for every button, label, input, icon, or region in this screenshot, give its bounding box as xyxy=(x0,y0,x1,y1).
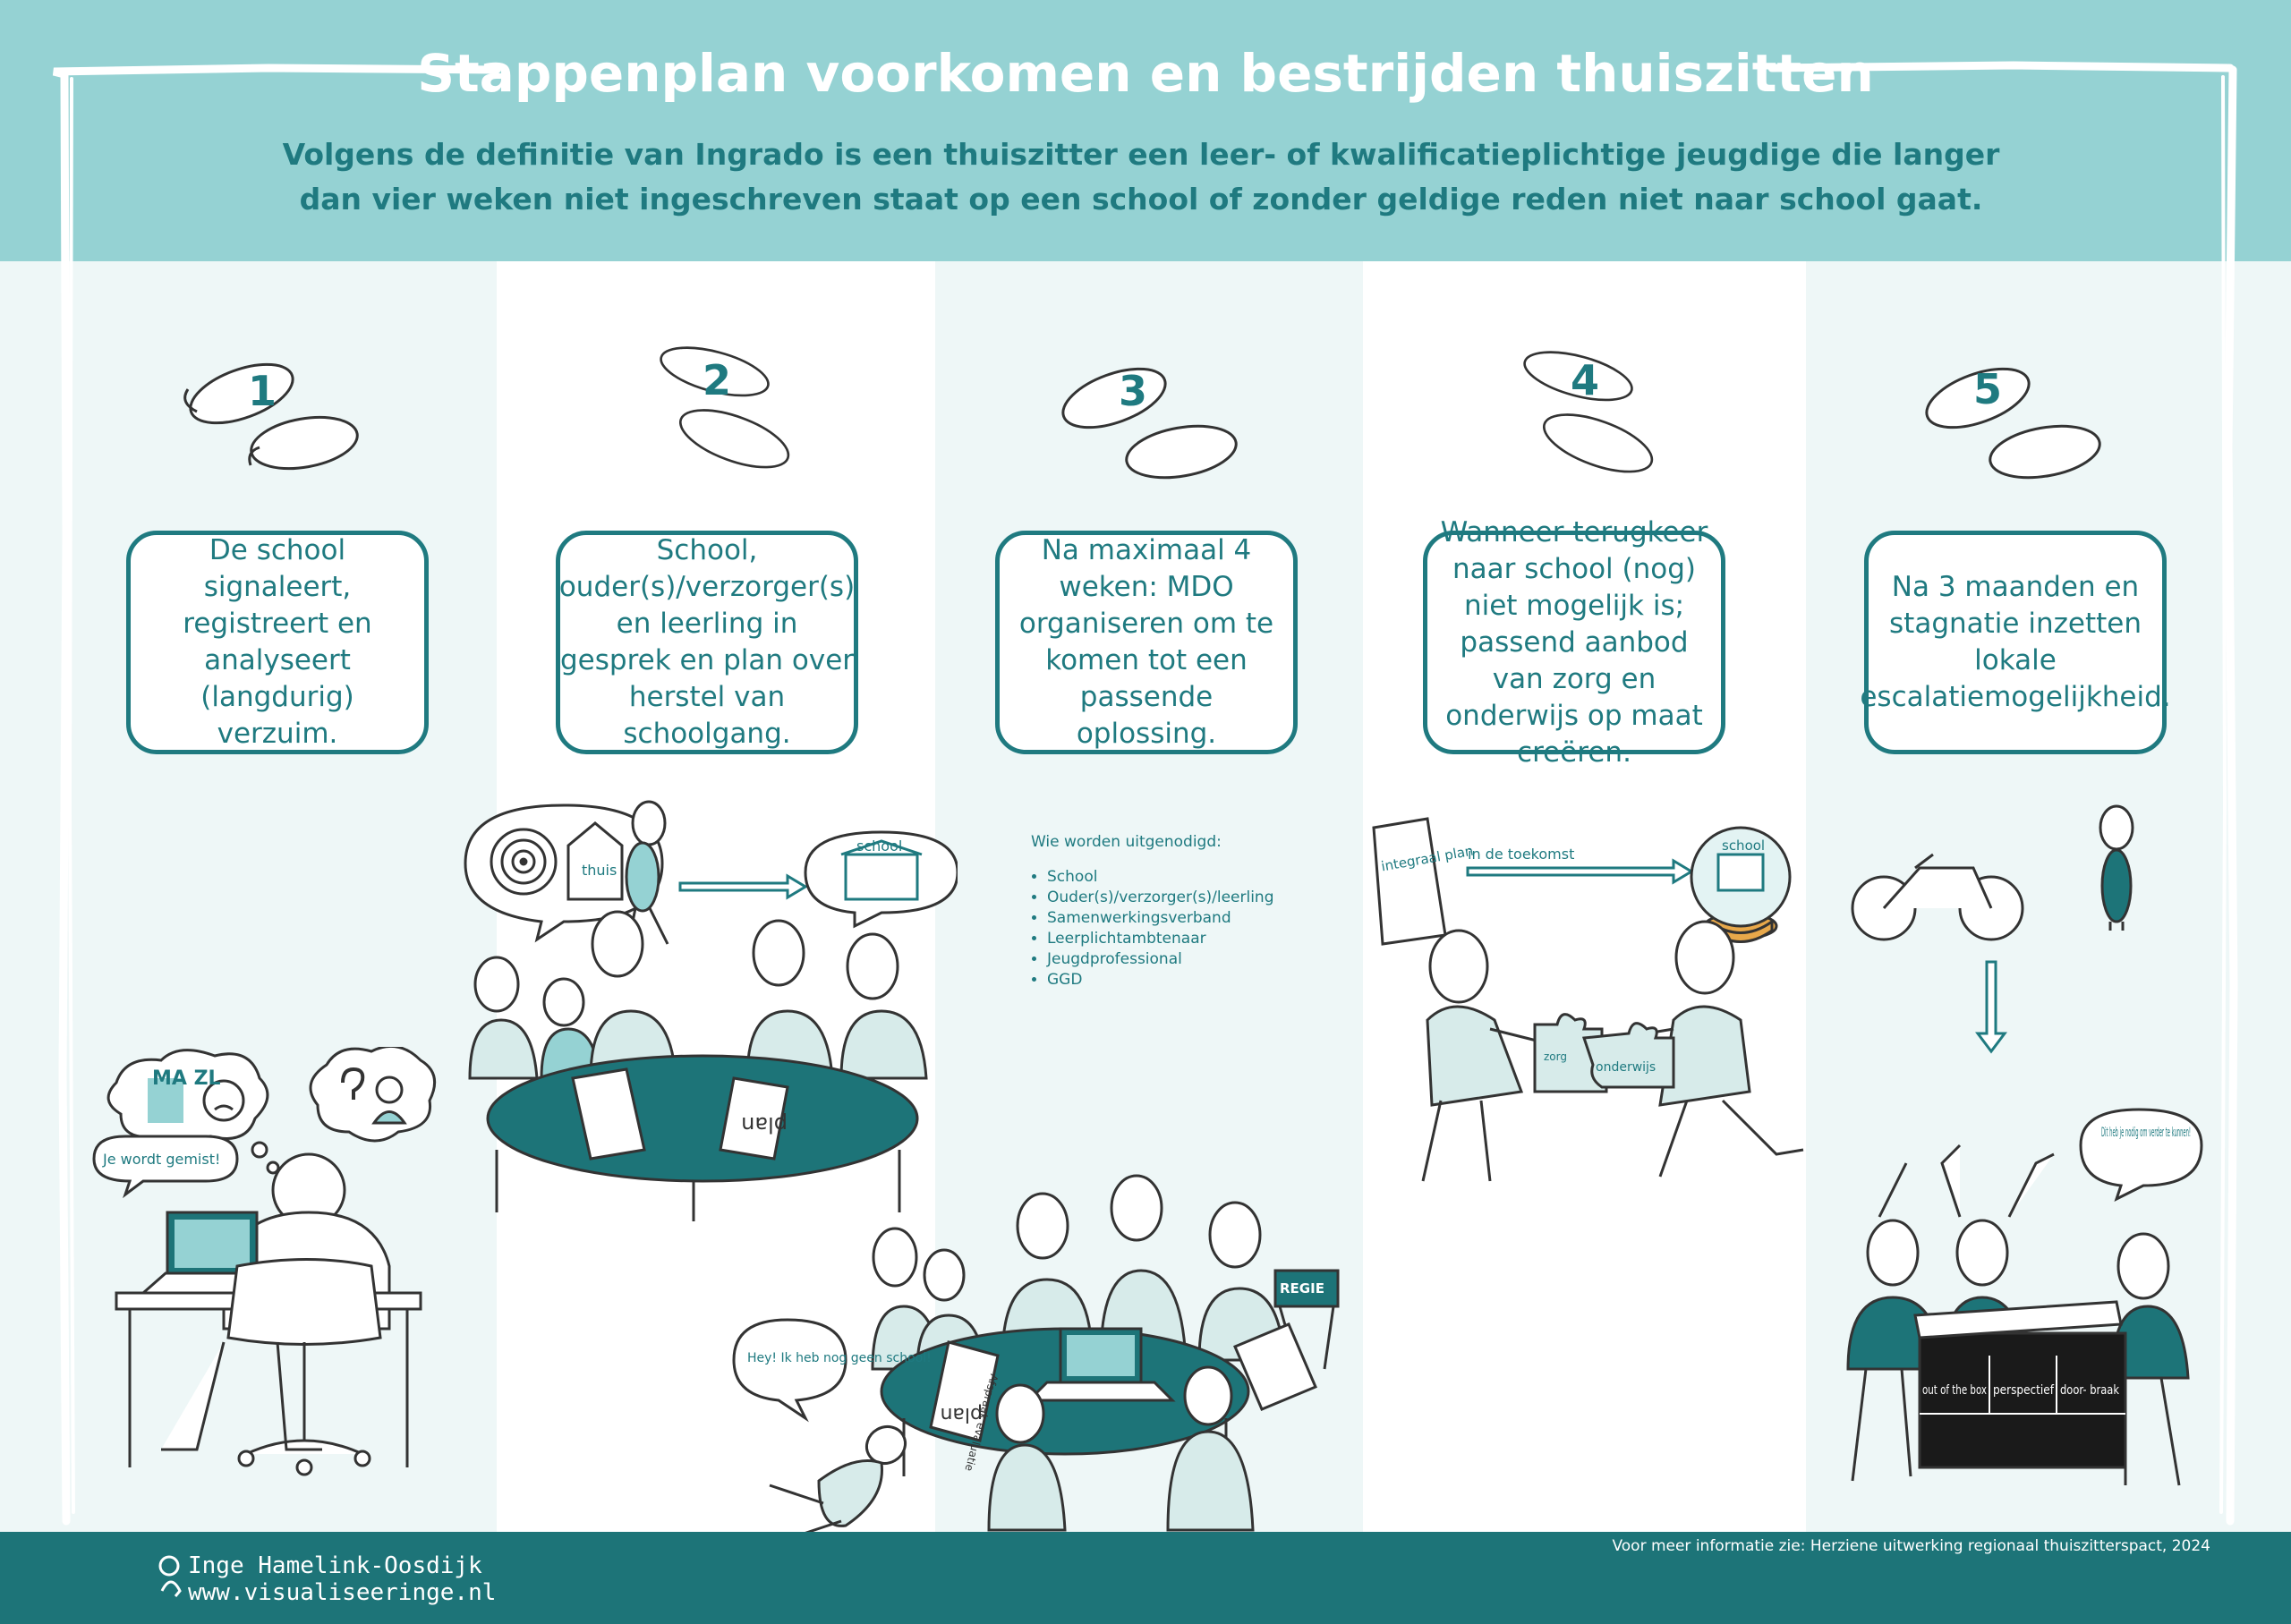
care-label: zorg xyxy=(1544,1050,1567,1063)
step-box-2: School, ouder(s)/verzorger(s) en leerlin… xyxy=(556,531,858,754)
step-box-5: Na 3 maanden en stagnatie inzetten lokal… xyxy=(1860,531,2171,754)
thought-cloud-right xyxy=(309,1047,437,1143)
clap-breakthrough: door- braak xyxy=(2060,1383,2120,1398)
school-label: school xyxy=(856,838,902,855)
no-school-text: Hey! Ik heb nog geen school! xyxy=(747,1351,932,1365)
regie-label: REGIE xyxy=(1280,1280,1324,1297)
footer-site[interactable]: www.visualiseeringe.nl xyxy=(188,1579,497,1606)
header-band xyxy=(0,0,2291,261)
mdo-plan-label: plan xyxy=(940,1403,983,1425)
footsteps-icon-2 xyxy=(660,346,790,469)
film-clapper-board xyxy=(1918,1331,2127,1469)
mazl-label: MA ZL xyxy=(152,1067,221,1090)
illustration-mdo-meeting: Hey! Ik heb nog geen school! REGIE Afspr… xyxy=(732,1174,1340,1536)
footer-band xyxy=(0,1532,2291,1624)
footer-author-block: Inge Hamelink-Oosdijk www.visualiseering… xyxy=(188,1552,496,1606)
speech-bubble-missed xyxy=(92,1135,239,1199)
footsteps-icon-1 xyxy=(183,362,359,471)
step-number-1: 1 xyxy=(248,367,277,415)
invited-item: GGD xyxy=(1047,970,1274,991)
footsteps-icon-5 xyxy=(1925,367,2101,480)
clap-perspective: perspectief xyxy=(1993,1383,2055,1398)
step-number-5: 5 xyxy=(1973,365,2003,413)
illustration-tailored-offer: integraal plan in de toekomst school zor… xyxy=(1372,817,1804,1182)
plan-paper-label: plan xyxy=(741,1112,788,1137)
page-subtitle: Volgens de definitie van Ingrado is een … xyxy=(282,137,2000,217)
invited-title: Wie worden uitgenodigd: xyxy=(1031,833,1222,851)
future-school-label: school xyxy=(1722,838,1765,854)
footer-info: Voor meer informatie zie: Herziene uitwe… xyxy=(1612,1537,2210,1555)
visualisee-logo-icon xyxy=(158,1555,182,1597)
step-box-3: Na maximaal 4 weken: MDO organiseren om … xyxy=(995,531,1298,754)
footsteps-icon-4 xyxy=(1523,351,1654,473)
step-box-1: De school signaleert, registreert en ana… xyxy=(126,531,429,754)
illustration-family-conversation: thuis school plan xyxy=(464,800,958,1221)
missed-text: Je wordt gemist! xyxy=(102,1151,220,1168)
standing-figure-head xyxy=(2099,804,2134,851)
invited-item: Samenwerkingsverband xyxy=(1047,908,1274,929)
home-label: thuis xyxy=(582,862,617,879)
step-number-4: 4 xyxy=(1571,356,1600,404)
page-title: Stappenplan voorkomen en bestrijden thui… xyxy=(417,43,1874,104)
step-box-4: Wanneer terugkeer naar school (nog) niet… xyxy=(1423,516,1725,769)
invited-item: Leerplichtambtenaar xyxy=(1047,929,1274,949)
invited-item: Ouder(s)/verzorger(s)/leerling xyxy=(1047,888,1274,908)
needed-text: Dit heb je nodig om verder te kunnen! xyxy=(2101,1126,2191,1140)
education-label: onderwijs xyxy=(1596,1060,1656,1075)
clap-out-of-the-box: out of the box xyxy=(1922,1383,1987,1398)
invited-item: School xyxy=(1047,867,1274,888)
step-number-3: 3 xyxy=(1119,367,1148,415)
puzzle-piece-education xyxy=(1581,1022,1675,1089)
step-number-2: 2 xyxy=(703,356,732,404)
speech-bubble-no-school xyxy=(732,1318,847,1423)
invited-item: Jeugdprofessional xyxy=(1047,949,1274,970)
footsteps-icon-3 xyxy=(1061,367,1238,480)
illustration-escalation: Dit heb je nodig om verder te kunnen! ou… xyxy=(1846,804,2203,1486)
integral-plan-paper xyxy=(1372,817,1447,946)
speech-bubble-needed xyxy=(2079,1108,2203,1202)
footer-author: Inge Hamelink-Oosdijk xyxy=(188,1552,482,1579)
illustration-child-at-laptop: MA ZL Je wordt gemist! xyxy=(92,1047,437,1476)
invited-list: Wie worden uitgenodigd: School Ouder(s)/… xyxy=(1031,832,1274,991)
no-school-text-content: Hey! Ik heb nog geen school! xyxy=(747,1351,932,1365)
future-label: in de toekomst xyxy=(1468,846,1574,863)
